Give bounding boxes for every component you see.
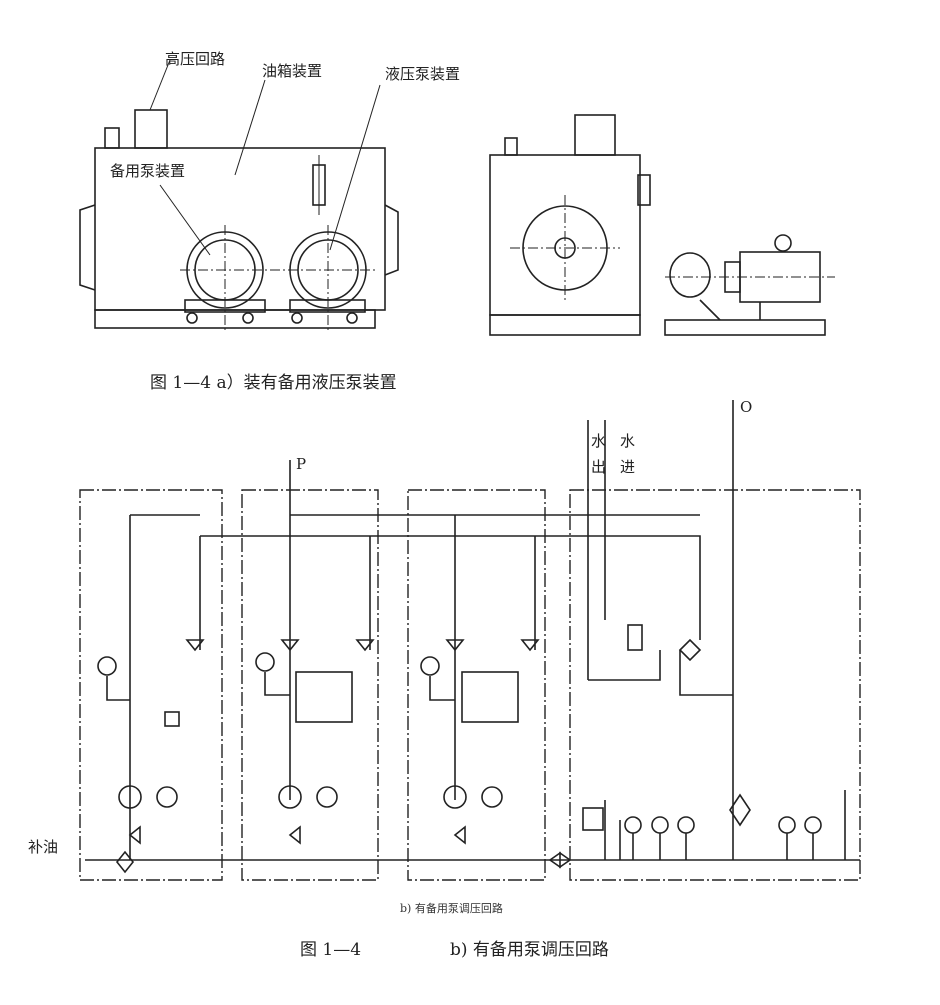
oil-tank-front-view <box>79 59 399 330</box>
figure-b-subcaption: b) 有备用泵调压回路 <box>400 902 503 915</box>
label-pressure-p: P <box>296 455 307 473</box>
figure-a-caption: 图 1—4 a）装有备用液压泵装置 <box>150 373 397 393</box>
label-standby-pump-unit: 备用泵装置 <box>110 162 186 180</box>
hydraulic-circuit <box>79 400 861 881</box>
label-water-out: 水出 <box>591 432 607 476</box>
label-high-pressure-circuit: 高压回路 <box>165 50 226 68</box>
figure-b-caption-number: 图 1—4 <box>300 940 362 960</box>
motor-pump-assembly <box>664 234 835 336</box>
label-water-in: 水进 <box>620 432 636 476</box>
oil-tank-side-view <box>489 114 651 336</box>
label-hydraulic-pump-unit: 液压泵装置 <box>385 65 461 83</box>
label-oil-tank-unit: 油箱装置 <box>262 62 323 80</box>
figure-b-caption-text: b) 有备用泵调压回路 <box>450 940 609 960</box>
label-makeup-oil: 补油 <box>28 838 59 856</box>
label-outlet-o: O <box>740 398 753 416</box>
